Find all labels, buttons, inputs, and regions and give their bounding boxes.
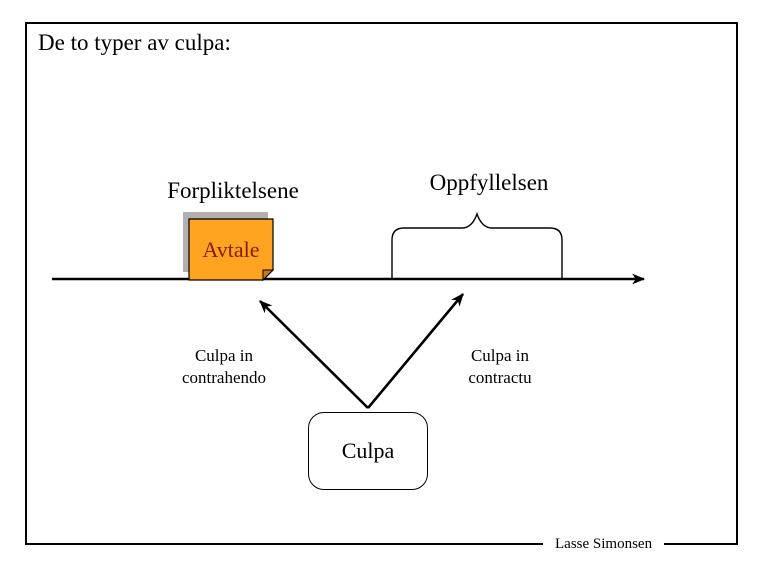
culpa-box-label: Culpa [341,438,395,463]
label-forpliktelsene: Forpliktelsene [167,178,299,203]
avtale-note-fold-corner [262,269,275,282]
label-culpa-in-contractu-line1: Culpa in [470,346,530,365]
label-oppfyllelsen: Oppfyllelsen [429,170,549,195]
label-culpa-in-contractu: Culpa in contractu [430,345,570,389]
slide-border-frame [25,22,738,545]
footer-author: Lasse Simonsen [543,535,665,554]
label-culpa-in-contrahendo: Culpa in contrahendo [154,345,294,389]
label-culpa-in-contrahendo-line2: contrahendo [181,368,267,388]
arrow-culpa-in-contrahendo [259,300,369,409]
slide-title: De to typer av culpa: [38,30,231,55]
avtale-note-label: Avtale [202,236,260,262]
culpa-box: Culpa [308,412,428,490]
arrow-culpa-in-contractu [367,293,464,409]
label-culpa-in-contractu-line2: contractu [468,368,532,388]
label-culpa-in-contrahendo-line1: Culpa in [194,346,254,365]
performance-brace [391,211,563,278]
